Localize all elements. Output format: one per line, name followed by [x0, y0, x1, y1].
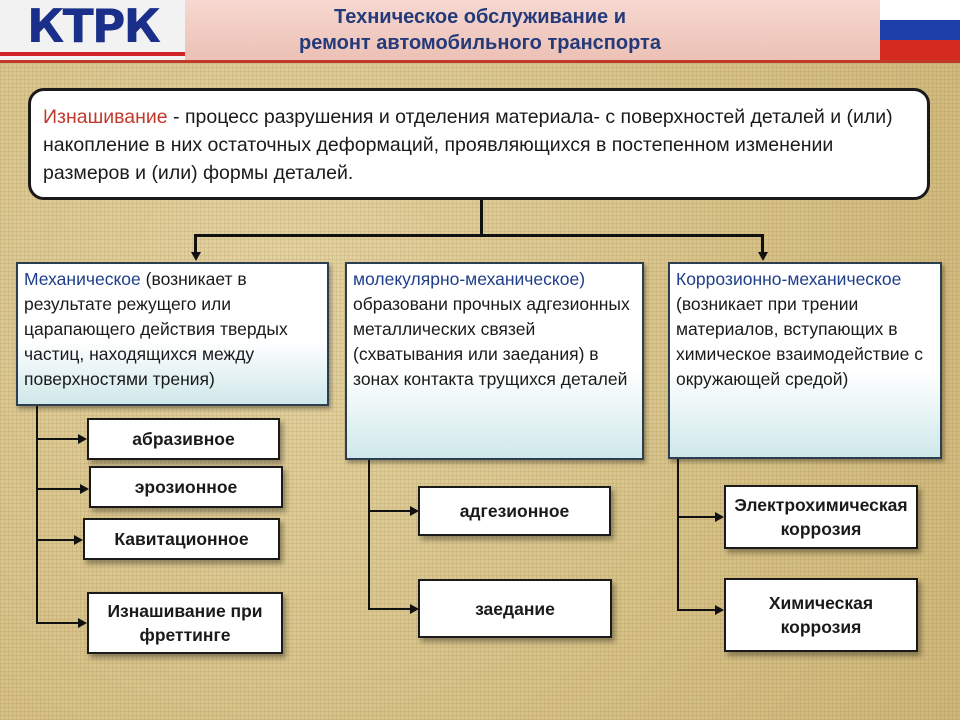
arrow-down-icon — [190, 252, 201, 261]
arrow-right-icon — [410, 506, 419, 516]
connector-branch — [36, 539, 76, 541]
arrow-right-icon — [715, 605, 724, 615]
connector-trunk — [480, 200, 483, 237]
type-abrasive: абразивное — [87, 418, 280, 460]
category-description: образовани прочных адгезионных металличе… — [353, 294, 630, 389]
connector-vertical — [677, 459, 679, 611]
connector-branch — [677, 609, 717, 611]
definition-box: Изнашивание - процесс разрушения и отдел… — [28, 88, 930, 200]
russian-flag-icon — [880, 0, 960, 60]
category-term: Механическое — [24, 269, 141, 289]
type-erosive: эрозионное — [89, 466, 283, 508]
arrow-right-icon — [80, 484, 89, 494]
flag-stripe-red — [880, 40, 960, 60]
page-title-line-1: Техническое обслуживание и — [333, 6, 627, 28]
category-molecular-mechanical: молекулярно-механическое) образовани про… — [345, 262, 644, 460]
category-term: Коррозионно-механическое — [676, 269, 902, 289]
logo-text: КТРК — [26, 0, 161, 53]
connector-branch — [36, 488, 82, 490]
connector-horizontal — [194, 234, 764, 237]
connector-branch — [36, 622, 80, 624]
page-title: Техническое обслуживание и ремонт автомо… — [200, 4, 760, 56]
arrow-down-icon — [757, 252, 768, 261]
type-adhesive: адгезионное — [418, 486, 611, 536]
connector-branch — [368, 510, 412, 512]
category-mechanical: Механическое (возникает в результате реж… — [16, 262, 329, 406]
arrow-right-icon — [78, 434, 87, 444]
connector-to-cat-3 — [761, 234, 764, 254]
connector-branch — [368, 608, 412, 610]
page-title-line-2: ремонт автомобильного транспорта — [299, 32, 661, 54]
arrow-right-icon — [74, 535, 83, 545]
definition-text: - процесс разрушения и отделения материа… — [43, 106, 893, 184]
type-electrochemical-corrosion: Электрохимическая коррозия — [724, 485, 918, 549]
category-term: молекулярно-механическое) — [353, 269, 586, 289]
type-chemical-corrosion: Химическая коррозия — [724, 578, 918, 652]
category-description: (возникает при трении материалов, вступа… — [676, 294, 924, 389]
connector-vertical — [368, 460, 370, 610]
connector-branch — [36, 438, 80, 440]
type-seizure: заедание — [418, 579, 612, 638]
type-cavitation: Кавитационное — [83, 518, 280, 560]
header-bar: КТРК Техническое обслуживание и ремонт а… — [0, 0, 960, 62]
connector-branch — [677, 516, 717, 518]
logo-underline — [0, 52, 185, 56]
connector-vertical — [36, 406, 38, 623]
arrow-right-icon — [715, 512, 724, 522]
definition-term: Изнашивание — [43, 106, 168, 128]
logo: КТРК — [0, 0, 185, 62]
category-corrosion-mechanical: Коррозионно-механическое (возникает при … — [668, 262, 942, 459]
flag-stripe-blue — [880, 20, 960, 40]
arrow-right-icon — [410, 604, 419, 614]
category-description: (возникает в результате режущего или цар… — [24, 269, 288, 389]
flag-stripe-white — [880, 0, 960, 20]
type-fretting: Изнашивание при фреттинге — [87, 592, 283, 654]
header-divider — [0, 60, 960, 63]
connector-to-cat-1 — [194, 234, 197, 254]
arrow-right-icon — [78, 618, 87, 628]
